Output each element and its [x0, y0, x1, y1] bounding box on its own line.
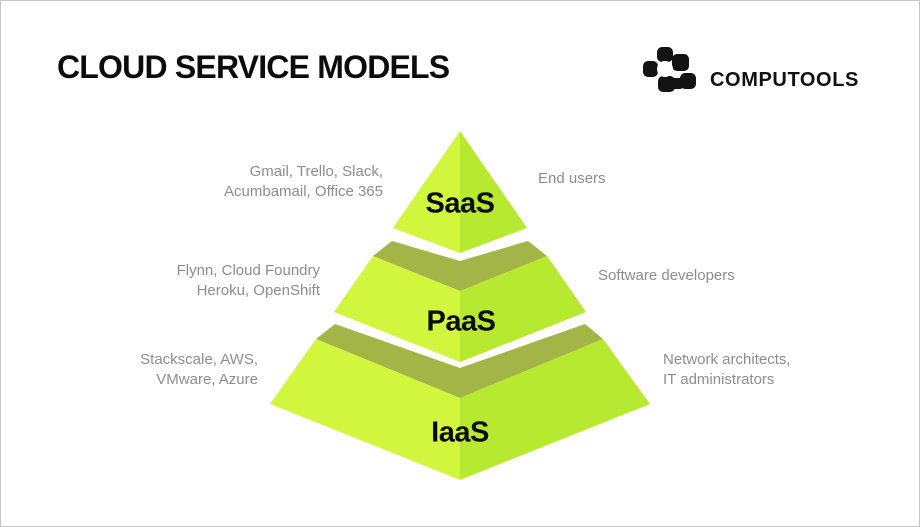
- computools-logo-icon: [643, 47, 696, 92]
- logo-block: [671, 78, 683, 89]
- saas-left-face: [393, 131, 460, 253]
- page-title: CLOUD SERVICE MODELS: [57, 49, 450, 85]
- paas-users-note: Software developers: [598, 267, 735, 284]
- saas-users-note: End users: [538, 170, 606, 187]
- paas-providers-note: Flynn, Cloud Foundry Heroku, OpenShift: [176, 262, 320, 299]
- iaas-providers-note: Stackscale, AWS, VMware, Azure: [140, 351, 258, 388]
- paas-right-face: [460, 256, 586, 362]
- logo-notch: [657, 61, 673, 77]
- iaas-left-face: [270, 339, 460, 480]
- iaas-users-note: Network architects, IT administrators: [663, 351, 791, 388]
- iaas-label: IaaS: [431, 416, 489, 449]
- saas-right-face: [460, 131, 527, 253]
- iaas-right-face: [460, 339, 650, 480]
- iaas-top-band: [316, 324, 603, 398]
- logo-block: [643, 61, 658, 77]
- saas-providers-note: Gmail, Trello, Slack, Acumbamail, Office…: [224, 163, 383, 200]
- saas-label: SaaS: [425, 187, 495, 220]
- computools-logo-text: COMPUTOOLS: [710, 69, 859, 91]
- paas-top-band: [373, 241, 547, 291]
- logo-block: [658, 76, 675, 92]
- logo-block: [672, 54, 689, 71]
- logo-block: [657, 47, 673, 62]
- logo-block: [680, 73, 696, 89]
- paas-left-face: [334, 256, 460, 362]
- paas-label: PaaS: [426, 305, 496, 338]
